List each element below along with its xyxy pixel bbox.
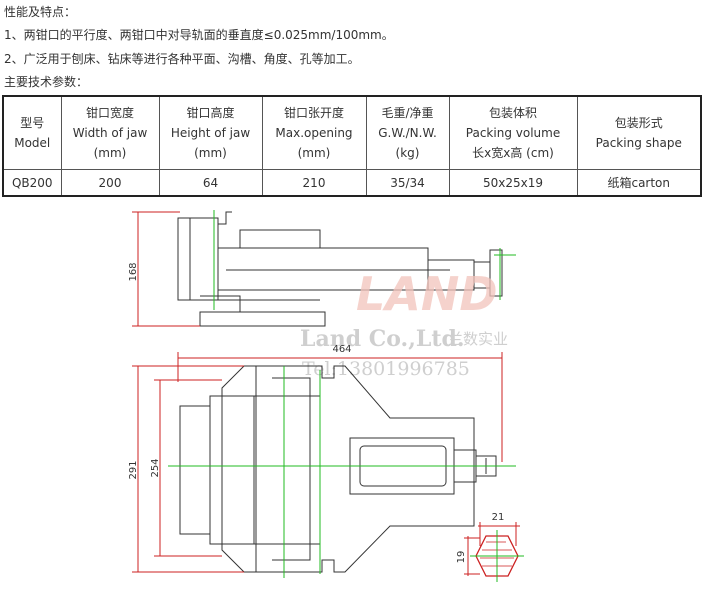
top-view [179,365,497,573]
dim-length-label: 464 [332,344,351,355]
dim-width-outer-label: 291 [128,460,139,479]
features-title: 性能及特点： [4,5,77,19]
top-view-length-dimension [177,352,503,462]
top-view-centerlines [168,366,516,578]
watermark-tel: Tel:13801996785 [302,358,470,380]
dim-height-label: 168 [128,262,139,281]
dim-hex-height-label: 19 [456,551,467,564]
cell-jaw-width: 200 [60,169,160,197]
dim-width-inner-label: 254 [150,458,161,477]
cell-jaw-height: 64 [158,169,263,197]
side-view [177,211,503,327]
cell-max-opening: 210 [261,169,367,197]
side-view-centerlines [213,210,516,310]
watermark-company-cn: 兰数实业 [448,330,508,348]
params-title: 主要技术参数： [4,75,89,89]
side-view-height-dimension [132,211,200,327]
feature-item-2: 2、广泛用于刨床、钻床等进行各种平面、沟槽、角度、孔等加工。 [4,52,360,66]
feature-item-1: 1、两钳口的平行度、两钳口中对导轨面的垂直度≤0.025mm/100mm。 [4,28,394,42]
cell-weight: 35/34 [365,169,450,197]
vise-technical-drawing: 168 LAND Land Co.,Ltd. 兰数实业 Tel:13801996… [128,210,524,582]
hex-detail [464,522,524,582]
cell-packing-shape: 纸箱carton [576,169,702,197]
watermark-logo: LAND [356,267,498,321]
dim-hex-width-label: 21 [492,512,505,523]
watermark: LAND Land Co.,Ltd. 兰数实业 Tel:13801996785 [300,267,508,380]
cell-model: QB200 [2,169,62,197]
top-view-width-dimensions [132,365,244,573]
table-row: QB200 200 64 210 35/34 50x25x19 纸箱carton [2,169,702,197]
cell-packing-volume: 50x25x19 [448,169,578,197]
watermark-company: Land Co.,Ltd. [300,326,465,352]
